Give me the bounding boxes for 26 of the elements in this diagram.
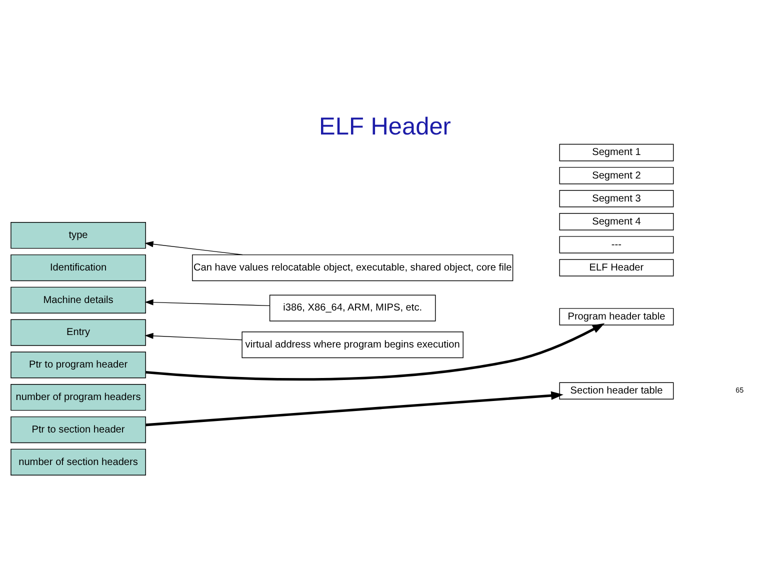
arrow <box>146 322 605 380</box>
node-box: i386, X86_64, ARM, MIPS, etc. <box>269 294 436 321</box>
node-box: Section header table <box>559 382 674 400</box>
node-box: Segment 2 <box>559 166 674 184</box>
node-box: --- <box>559 236 674 253</box>
node-box: number of section headers <box>10 448 146 475</box>
arrow <box>144 332 242 340</box>
arrow <box>144 298 270 306</box>
diagram-title: ELF Header <box>319 112 451 140</box>
node-box: Machine details <box>10 286 146 313</box>
arrow <box>144 240 243 255</box>
node-box: Entry <box>10 318 146 346</box>
node-box: ELF Header <box>559 258 674 276</box>
node-box: Segment 3 <box>559 190 674 207</box>
node-box: virtual address where program begins execution <box>242 330 464 358</box>
node-box: Program header table <box>559 308 674 325</box>
node-box: Segment 1 <box>559 143 674 161</box>
node-box: type <box>10 222 146 248</box>
node-box: Segment 4 <box>559 212 674 230</box>
node-box: Ptr to program header <box>10 351 146 378</box>
arrow <box>146 390 564 426</box>
label: 65 <box>736 385 744 394</box>
node-box: Identification <box>10 254 146 281</box>
node-box: Can have values relocatable object, executable, shared object, core file <box>192 254 514 281</box>
node-box: Ptr to section header <box>10 416 146 443</box>
node-box: number of program headers <box>10 384 146 410</box>
